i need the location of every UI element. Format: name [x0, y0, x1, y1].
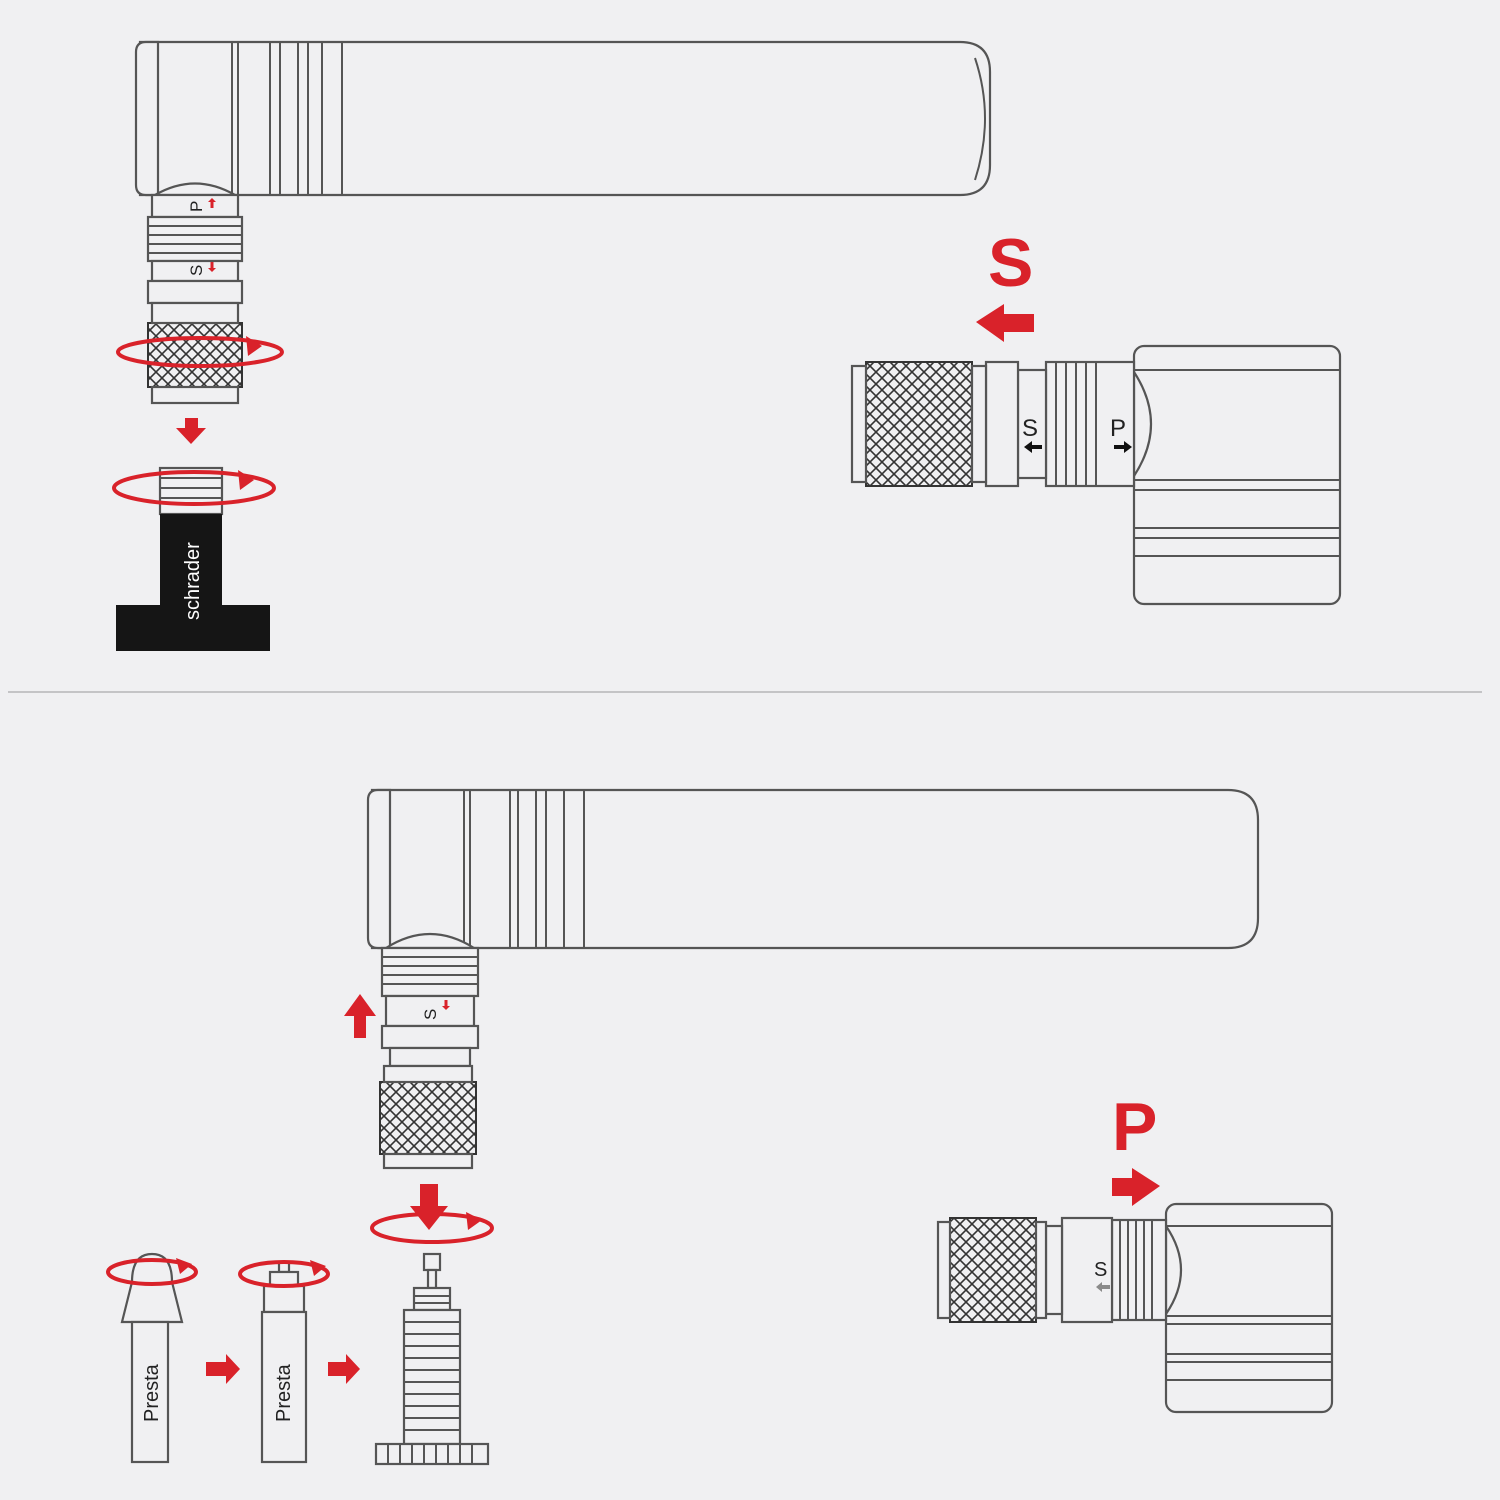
- pump-head-top: [146, 182, 244, 405]
- pump-bottom: [366, 788, 1260, 950]
- arrow-up-small-icon: [208, 198, 216, 208]
- arrow-right-icon: [1112, 1168, 1160, 1206]
- pump-head-right-p: [936, 1202, 1334, 1414]
- rotate-arrowhead-presta-icon: [466, 1212, 482, 1230]
- rotate-arrowhead-nut-icon: [310, 1260, 326, 1276]
- label-s-right: S: [1022, 415, 1038, 442]
- rotate-arrow-cap-icon: [106, 1258, 198, 1286]
- presta-valve-loosened: [260, 1260, 308, 1464]
- label-p-right: P: [1110, 415, 1126, 442]
- rotate-arrow-nut-icon: [238, 1260, 330, 1288]
- label-schrader: schrader: [182, 542, 204, 620]
- arrow-right-step-1-icon: [206, 1354, 240, 1384]
- rotate-arrow-schrader-icon: [112, 470, 276, 506]
- arrow-left-small-icon: [1024, 441, 1042, 453]
- arrow-right-small-icon: [1114, 441, 1132, 453]
- rotate-arrow-icon: [116, 336, 284, 368]
- presta-valve-capped: [120, 1252, 184, 1464]
- rotate-arrowhead-cap-icon: [176, 1258, 192, 1274]
- label-s-right-p: S: [1094, 1259, 1107, 1281]
- label-p-top: P: [187, 201, 206, 212]
- rotate-arrow-presta-icon: [370, 1212, 494, 1244]
- arrow-down-small-icon: [208, 262, 216, 272]
- arrow-down-icon: [176, 418, 206, 444]
- big-label-s: S: [988, 225, 1033, 301]
- label-s-top: S: [187, 265, 206, 276]
- arrow-right-step-2-icon: [328, 1354, 360, 1384]
- label-presta-1: Presta: [141, 1363, 163, 1422]
- arrow-down-small-bottom-icon: [442, 1000, 450, 1010]
- arrow-down-bottom-icon: [410, 1184, 448, 1230]
- schrader-valve: [116, 466, 270, 651]
- rotate-arrowhead-icon: [246, 336, 262, 356]
- presta-valve-open: [374, 1252, 490, 1466]
- rotate-arrowhead-schrader-icon: [238, 470, 254, 490]
- label-s-bottom: S: [421, 1009, 440, 1020]
- label-presta-2: Presta: [273, 1363, 295, 1422]
- pump-top: [134, 40, 992, 197]
- pump-head-bottom: [379, 932, 480, 1170]
- arrow-left-small-gray-icon: [1096, 1282, 1110, 1292]
- arrow-up-icon: [344, 994, 376, 1038]
- big-label-p: P: [1112, 1089, 1157, 1165]
- pump-head-right-s: [850, 344, 1342, 606]
- arrow-left-icon: [976, 304, 1034, 342]
